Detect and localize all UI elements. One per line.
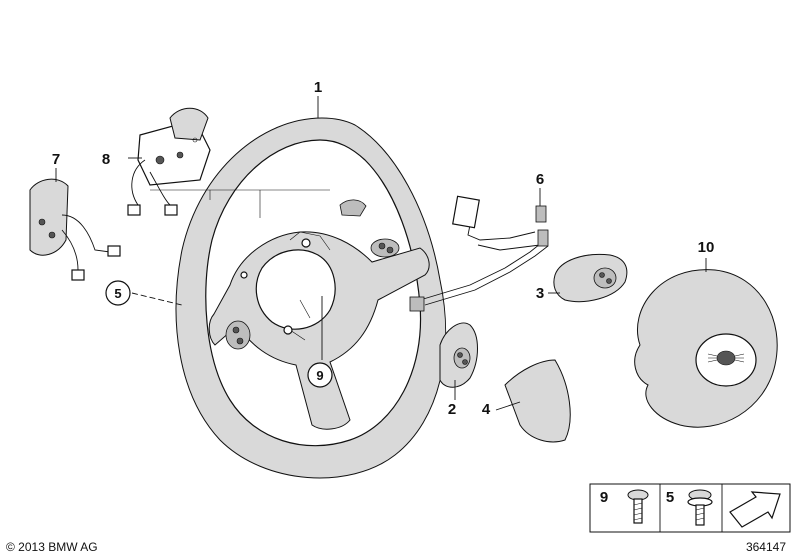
callout-6: 6 <box>536 171 544 188</box>
callout-7: 7 <box>52 151 60 168</box>
mini-wing-logo-icon <box>707 350 745 366</box>
switch-cluster-left[interactable] <box>29 178 121 281</box>
flange-screw-icon <box>687 489 713 526</box>
legend-label-5: 5 <box>666 489 674 506</box>
switch-cluster-right[interactable] <box>127 107 211 216</box>
callout-1: 1 <box>314 79 322 96</box>
switch-cover-upper[interactable] <box>553 253 628 303</box>
callout-9: 9 <box>316 368 323 383</box>
callout-4: 4 <box>482 401 491 418</box>
callout-3: 3 <box>536 285 544 302</box>
navigation-arrow-icon <box>729 491 781 528</box>
callout-10: 10 <box>698 239 715 256</box>
screw-icon <box>627 489 649 524</box>
multifunction-switch[interactable] <box>439 322 478 388</box>
leader-lines <box>55 96 707 411</box>
wiring-harness[interactable] <box>409 195 549 312</box>
callout-labels: 1 7 8 6 3 2 4 10 5 9 <box>52 79 715 418</box>
copyright-text: © 2013 BMW AG <box>6 540 98 554</box>
lower-spoke-cover[interactable] <box>504 359 571 443</box>
callout-2: 2 <box>448 401 456 418</box>
callout-5-circle: 5 <box>105 280 131 306</box>
callout-8: 8 <box>102 151 110 168</box>
callout-9-circle: 9 <box>307 362 333 388</box>
steering-wheel[interactable] <box>175 117 447 479</box>
airbag-module[interactable] <box>634 269 778 428</box>
fastener-legend: 9 5 <box>589 483 791 533</box>
callout-5: 5 <box>114 286 121 301</box>
legend-label-9: 9 <box>600 489 608 506</box>
diagram-number: 364147 <box>745 540 786 554</box>
